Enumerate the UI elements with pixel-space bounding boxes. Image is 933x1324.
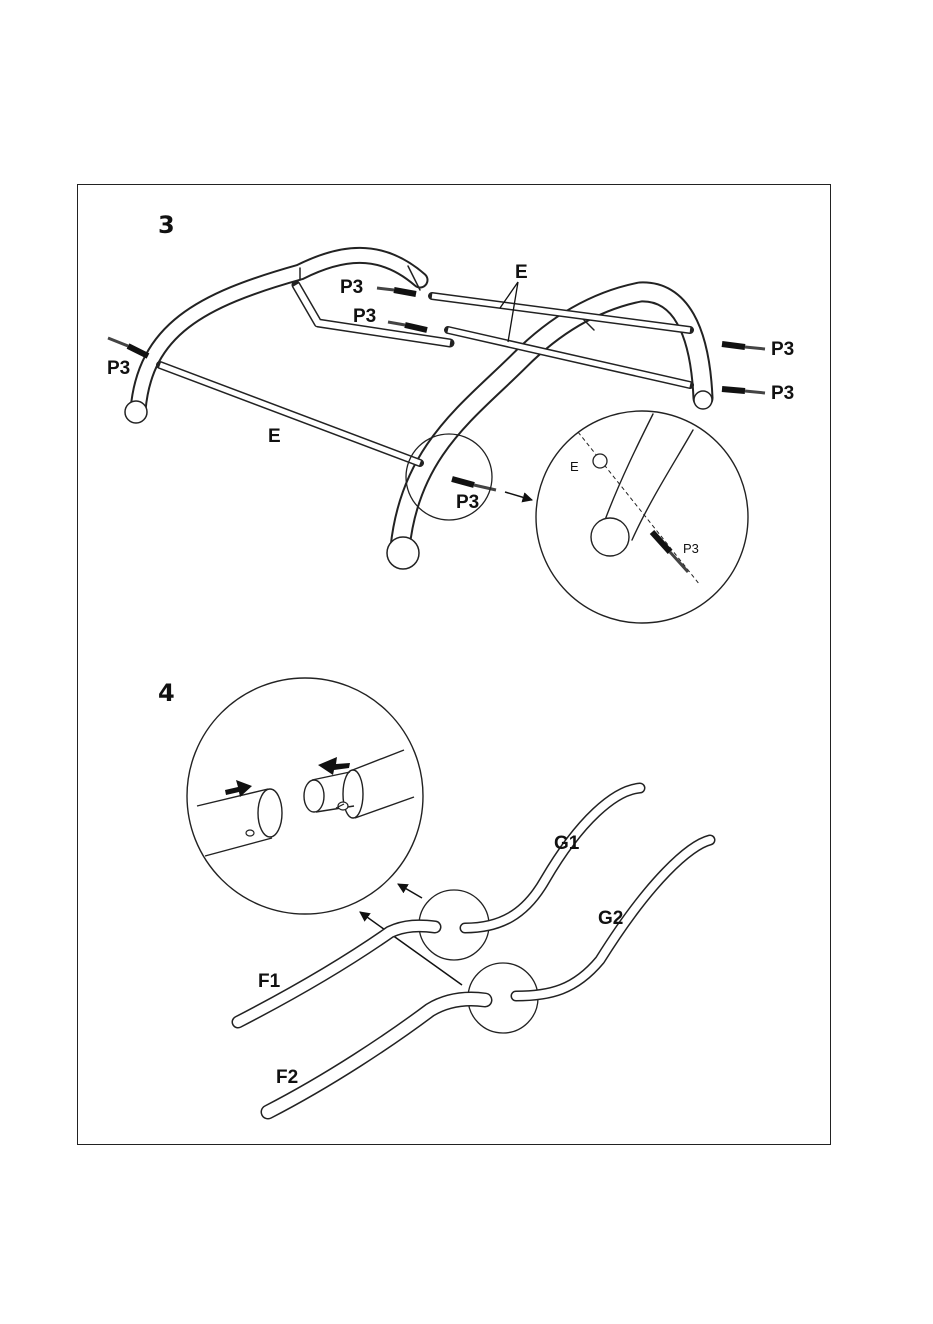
step-3-number: 3 [158,211,175,239]
connector-detail-view [187,678,423,914]
tube-g1 [465,788,640,928]
label-e-top: E [515,262,528,283]
tube-f2 [268,999,485,1112]
label-g1: G1 [554,833,580,854]
step-4-number: 4 [158,679,175,707]
label-f1: F1 [258,971,281,992]
detail-label-e: E [570,459,579,474]
label-p3-right2: P3 [771,383,794,404]
label-p3-right1: P3 [771,339,794,360]
label-p3-top1: P3 [340,277,363,298]
label-e-bottom: E [268,426,281,447]
left-frame-tube [125,255,450,423]
label-g2: G2 [598,908,623,929]
label-p3-left: P3 [107,358,130,379]
detail-label-p3: P3 [683,541,699,556]
label-p3-top2: P3 [353,306,376,327]
label-p3-front: P3 [456,492,479,513]
detail-view: E P3 [536,411,748,623]
label-f2: F2 [276,1067,298,1088]
